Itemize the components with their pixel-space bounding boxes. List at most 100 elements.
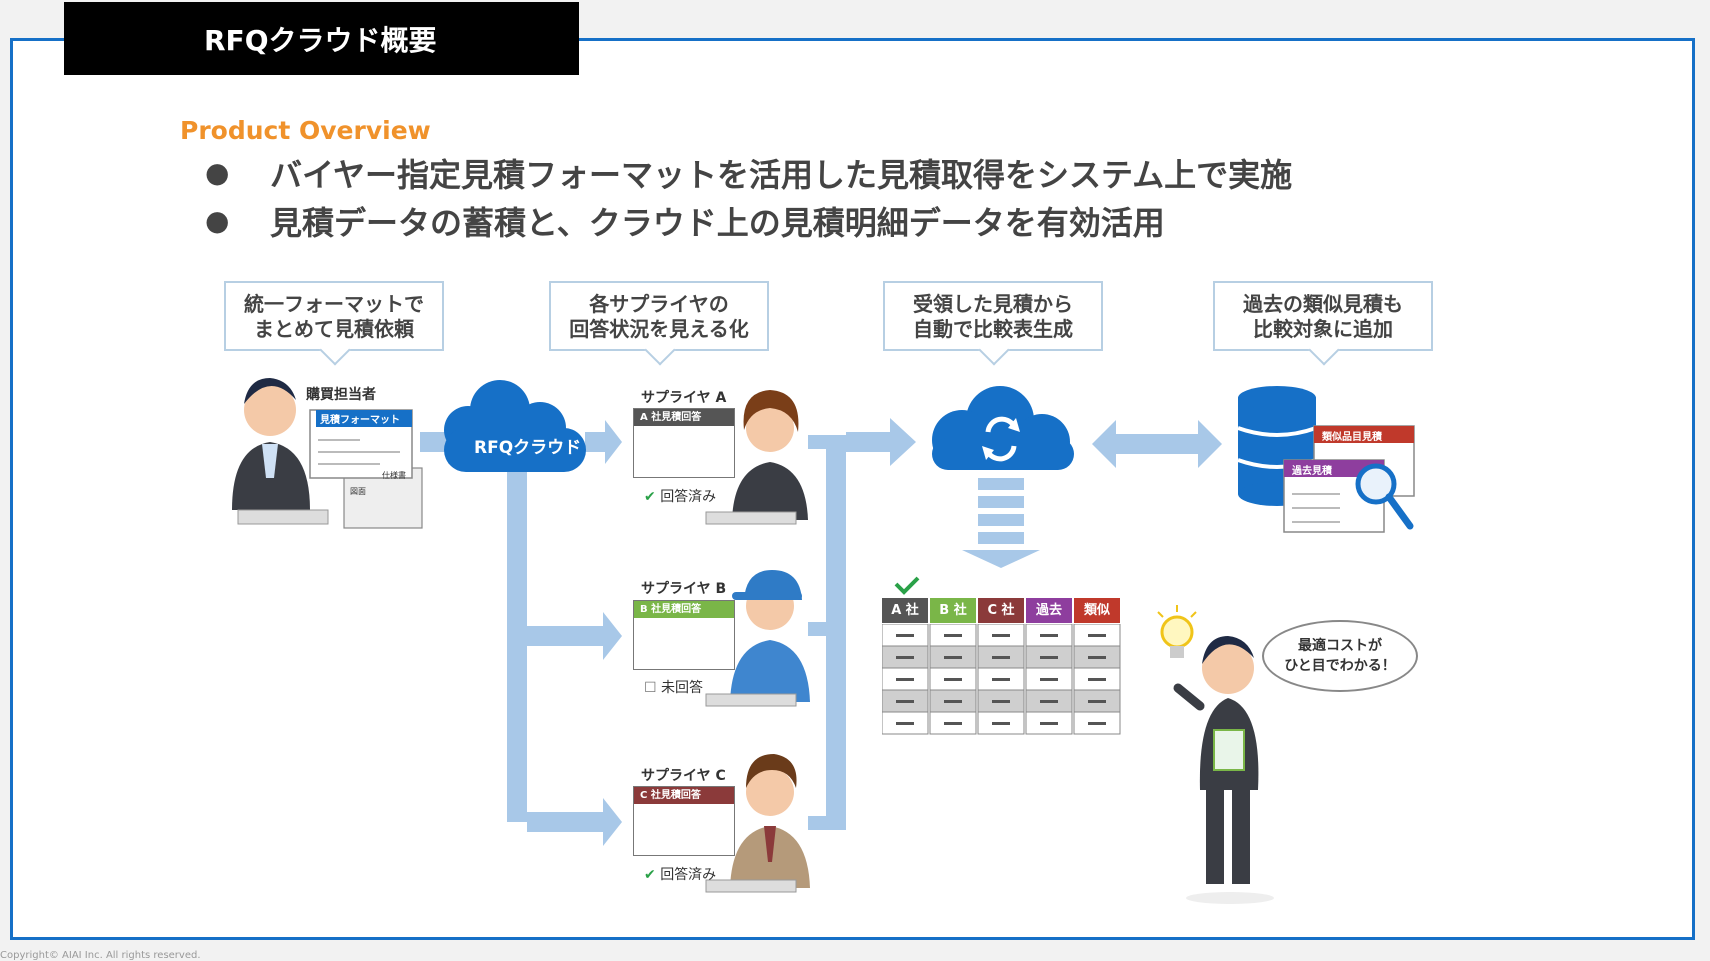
supplier-b-name: サプライヤ B [641, 581, 727, 597]
bullet-1: バイヤー指定見積フォーマットを活用した見積取得をシステム上で実施 [270, 156, 1293, 194]
supplier-a-status: ✔ 回答済み [644, 486, 716, 506]
speech-line: ひと目でわかる！ [1284, 658, 1396, 674]
table-cell-dash [1088, 634, 1106, 637]
supplier-a-name: サプライヤ A [641, 390, 727, 406]
table-cell-dash [944, 678, 962, 681]
down-stripe-1 [978, 478, 1024, 490]
rfq-cloud-icon [444, 380, 586, 472]
bullet-dot-2: ● [205, 204, 230, 237]
arrow-bidirectional [1092, 420, 1222, 468]
speech-bubble: 最適コストが ひと目でわかる！ [1262, 620, 1418, 692]
product-overview-label: Product Overview [180, 116, 431, 145]
supplier-b-doc: B 社見積回答 [633, 600, 735, 670]
check-icon: ✔ [644, 489, 656, 505]
magnifier-icon [1355, 463, 1414, 530]
table-cell-dash [992, 700, 1010, 703]
supplier-b-status-text: 未回答 [661, 680, 704, 696]
supplier-a-doc: A 社見積回答 [633, 408, 735, 478]
table-cell-dash [1040, 722, 1058, 725]
table-cell-dash [1088, 722, 1106, 725]
table-cell-dash [1040, 656, 1058, 659]
title-bar: RFQクラウド概要 [64, 2, 579, 75]
supplier-c-status-text: 回答済み [660, 867, 717, 883]
callout-visualize-status: 各サプライヤの 回答状況を見える化 [549, 281, 769, 366]
check-icon: ✔ [644, 867, 656, 883]
buyer-docs [309, 409, 423, 529]
supplier-c-doc: C 社見積回答 [633, 786, 735, 856]
arrow-to-c [527, 798, 622, 846]
supplier-c-doc-header: C 社見積回答 [634, 787, 734, 804]
bullet-2: 見積データの蓄積と、クラウド上の見積明細データを有効活用 [270, 204, 1165, 242]
unchecked-box-icon: ☐ [644, 680, 657, 696]
table-cell-dash [944, 722, 962, 725]
table-header-similar: 類似 [1074, 598, 1120, 623]
buyer-doc-header: 見積フォーマット [320, 415, 400, 426]
table-cell-dash [896, 700, 914, 703]
supplier-b-doc-header: B 社見積回答 [634, 601, 734, 618]
callout-line: 受領した見積から [913, 292, 1073, 316]
table-cell-dash [992, 678, 1010, 681]
footer-copyright: Copyright© AIAI Inc. All rights reserved… [0, 950, 201, 961]
bullet-dot-1: ● [205, 156, 230, 189]
spec-label: 仕様書 [382, 471, 406, 480]
table-cell-dash [896, 678, 914, 681]
arrow-to-b [527, 612, 622, 660]
supplier-c-person-illustration [705, 754, 810, 893]
callout-line: 各サプライヤの [589, 292, 729, 316]
table-header-past: 過去 [1026, 598, 1072, 623]
table-body [882, 624, 1121, 735]
down-arrow-head [962, 550, 1040, 568]
supplier-b-person-illustration [705, 570, 810, 707]
presenter-person-illustration [1173, 636, 1274, 904]
page-title: RFQクラウド概要 [204, 24, 437, 57]
rfq-cloud-label: RFQクラウド [474, 438, 582, 458]
table-cell-dash [1040, 678, 1058, 681]
past-estimate-label: 過去見積 [1292, 466, 1332, 477]
supplier-a-status-text: 回答済み [660, 489, 717, 505]
table-cell-dash [896, 722, 914, 725]
similar-estimate-label: 類似品目見積 [1322, 432, 1382, 443]
drawing-label: 図面 [350, 487, 366, 496]
comparison-table: A 社 B 社 C 社 過去 類似 [882, 598, 1122, 738]
table-cell-dash [1040, 634, 1058, 637]
callout-auto-comparison: 受領した見積から 自動で比較表生成 [883, 281, 1103, 366]
table-cell-dash [944, 656, 962, 659]
table-cell-dash [1088, 700, 1106, 703]
trunk-left [507, 470, 527, 822]
trunk-right [826, 435, 846, 830]
table-cell-dash [896, 656, 914, 659]
supplier-a-doc-header: A 社見積回答 [634, 409, 734, 426]
table-cell-dash [992, 722, 1010, 725]
down-stripe-3 [978, 514, 1024, 526]
down-stripe-2 [978, 496, 1024, 508]
callout-unified-format: 統一フォーマットで まとめて見積依頼 [224, 281, 444, 366]
supplier-c-status: ✔ 回答済み [644, 864, 716, 884]
arrow-cloud-to-a [585, 420, 622, 464]
table-cell-dash [1040, 700, 1058, 703]
table-cell-dash [944, 700, 962, 703]
table-header-a: A 社 [882, 598, 928, 623]
callout-line: 統一フォーマットで [244, 292, 424, 316]
table-header-b: B 社 [930, 598, 976, 623]
supplier-c-name: サプライヤ C [641, 768, 726, 784]
supplier-a-person-illustration [705, 390, 808, 525]
table-cell-dash [992, 656, 1010, 659]
speech-line: 最適コストが [1298, 638, 1382, 654]
supplier-b-status: ☐ 未回答 [644, 677, 703, 697]
callout-line: 過去の類似見積も [1243, 292, 1403, 316]
table-cell-dash [944, 634, 962, 637]
lightbulb-icon [1157, 605, 1197, 658]
table-header-c: C 社 [978, 598, 1024, 623]
table-cell-dash [896, 634, 914, 637]
callout-past-similar: 過去の類似見積も 比較対象に追加 [1213, 281, 1433, 366]
table-check-icon [894, 576, 920, 595]
table-cell-dash [1088, 656, 1106, 659]
down-stripe-4 [978, 532, 1024, 544]
buyer-label: 購買担当者 [306, 387, 376, 403]
arrow-to-compare-cloud [846, 418, 916, 466]
table-cell-dash [992, 634, 1010, 637]
buyer-person-illustration [232, 378, 329, 525]
compare-cloud-icon [932, 386, 1074, 470]
table-cell-dash [1088, 678, 1106, 681]
